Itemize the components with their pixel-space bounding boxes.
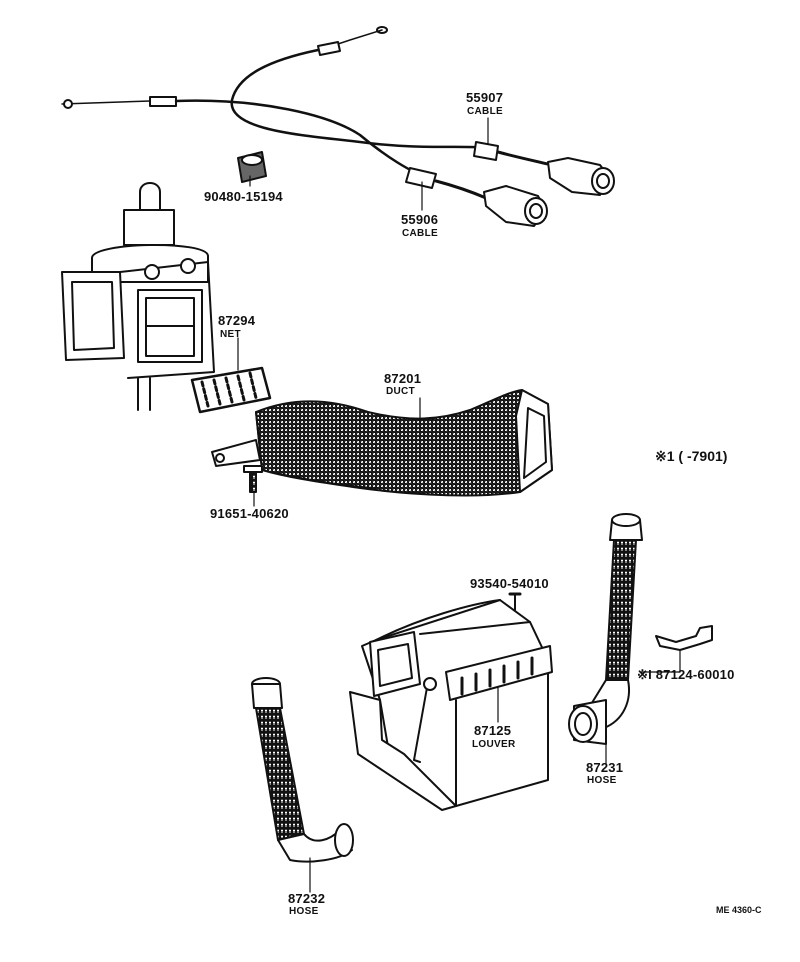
part-number-87232: 87232 (288, 891, 326, 906)
part-name-55906: CABLE (402, 228, 438, 239)
part-name-87232: HOSE (289, 906, 319, 917)
hose-87232-drawing (251, 677, 354, 863)
part-number-87124-60010: ※I 87124-60010 (637, 667, 735, 682)
part-name-87125: LOUVER (472, 739, 516, 750)
note-7901: ※1 ( -7901) (655, 448, 728, 464)
part-name-87201: DUCT (386, 386, 415, 397)
part-name-87231: HOSE (587, 775, 617, 786)
part-number-87201: 87201 (384, 371, 422, 386)
part-number-87125: 87125 (474, 723, 512, 738)
part-number-55907: 55907 (466, 90, 504, 105)
blower-housing-drawing (61, 182, 215, 411)
net-drawing (190, 366, 272, 414)
screw-drawing (508, 592, 522, 611)
hose-87231-drawing (568, 513, 643, 745)
figure-code: ME 4360-C (716, 905, 762, 915)
part-number-87294: 87294 (218, 313, 256, 328)
duct-drawing (211, 389, 553, 497)
bolt-drawing (243, 465, 263, 493)
part-number-93540-54010: 93540-54010 (470, 576, 549, 591)
part-name-55907: CABLE (467, 106, 503, 117)
part-number-55906: 55906 (401, 212, 439, 227)
part-number-90480-15194: 90480-15194 (204, 189, 283, 204)
leader-lines (237, 117, 681, 893)
cable-55906-drawing (61, 96, 548, 227)
bracket-drawing (655, 625, 713, 651)
louver-box-drawing (349, 599, 553, 811)
part-number-87231: 87231 (586, 760, 624, 775)
part-name-87294: NET (220, 329, 241, 340)
grommet-drawing (237, 151, 267, 183)
cable-55907-drawing (230, 26, 615, 196)
part-number-91651-40620: 91651-40620 (210, 506, 289, 521)
